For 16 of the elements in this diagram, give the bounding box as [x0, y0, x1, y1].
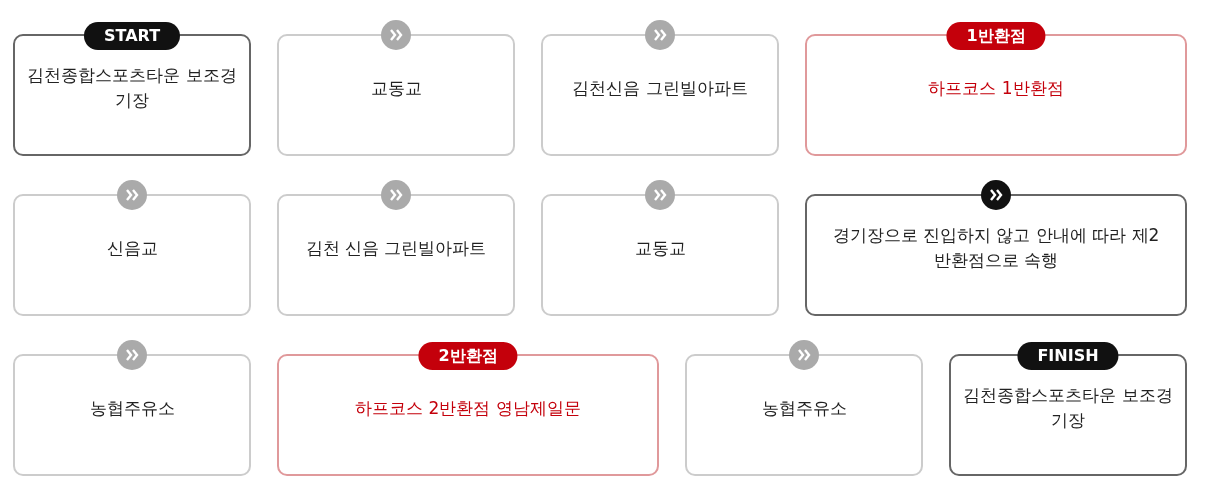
- place-name: 교동교: [370, 76, 422, 100]
- place-name: 김천종합스포츠타운 보조경기장: [962, 384, 1174, 432]
- place-name: 농협주유소: [761, 396, 847, 420]
- place-name: 경기장으로 진입하지 않고 안내에 따라 제2반환점으로 속행: [831, 224, 1161, 272]
- step-badge: START: [83, 22, 181, 50]
- place-name: 교동교: [634, 236, 686, 260]
- place-name: 김천종합스포츠타운 보조경기장: [26, 64, 238, 112]
- step-badge: FINISH: [1017, 342, 1119, 370]
- place-name: 신음교: [106, 236, 158, 260]
- place-name: 김천신음 그린빌아파트: [572, 76, 748, 100]
- place-name: 하프코스 1반환점: [928, 76, 1064, 100]
- place-name: 김천 신음 그린빌아파트: [305, 236, 487, 260]
- step-badge: 2반환점: [418, 342, 518, 370]
- place-name: 하프코스 2반환점 영남제일문: [355, 396, 581, 420]
- step-badge: 1반환점: [946, 22, 1046, 50]
- place-name: 농협주유소: [89, 396, 175, 420]
